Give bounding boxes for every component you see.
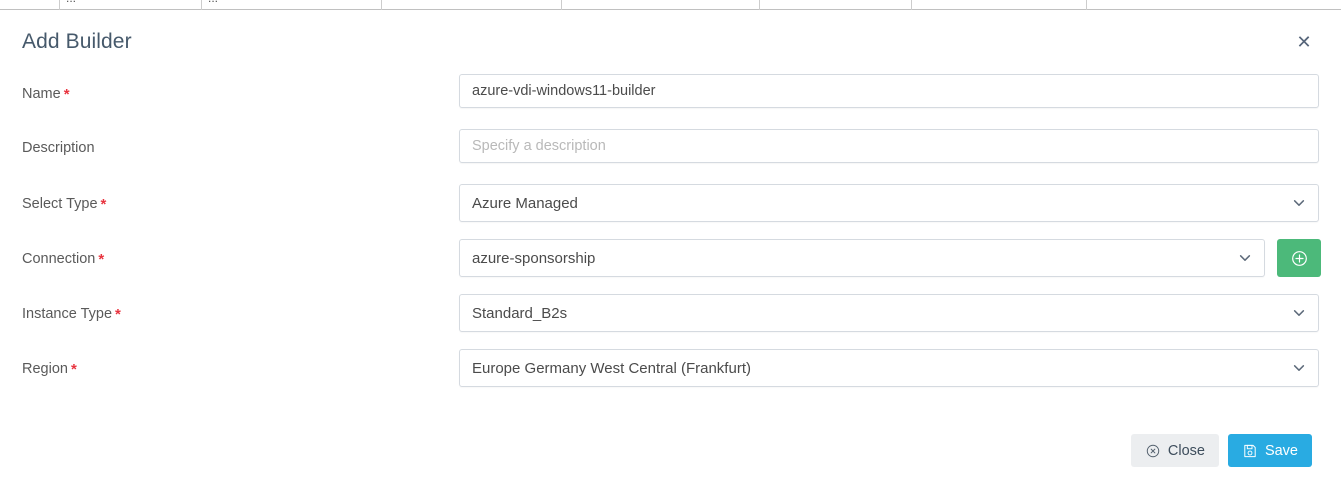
background-table-cell: ... <box>202 0 382 10</box>
description-input[interactable] <box>459 129 1319 163</box>
form-row-name: Name* <box>0 68 1341 123</box>
name-input[interactable] <box>459 74 1319 108</box>
save-button-label: Save <box>1264 442 1298 459</box>
control-connection: azure-sponsorship <box>459 239 1265 277</box>
label-instance-type: Instance Type* <box>22 305 121 323</box>
select-type-dropdown[interactable]: Azure Managed <box>459 184 1319 222</box>
control-region: Europe Germany West Central (Frankfurt) <box>459 349 1319 387</box>
required-marker: * <box>70 361 77 378</box>
close-button-label: Close <box>1167 442 1205 459</box>
label-name-text: Name <box>22 86 61 102</box>
circle-plus-icon <box>1290 249 1309 268</box>
label-instance-type-text: Instance Type <box>22 306 113 322</box>
background-table-row: ... ... <box>0 0 1341 10</box>
control-name <box>459 74 1319 108</box>
close-button[interactable]: Close <box>1130 434 1219 467</box>
label-region: Region* <box>22 360 77 378</box>
add-builder-dialog: Add Builder ✕ Name* Description Select T… <box>0 10 1341 501</box>
instance-type-dropdown[interactable]: Standard_B2s <box>459 294 1319 332</box>
form-row-description: Description <box>0 123 1341 178</box>
control-description <box>459 129 1319 163</box>
required-marker: * <box>63 86 70 103</box>
label-name: Name* <box>22 85 70 103</box>
control-select-type: Azure Managed <box>459 184 1319 222</box>
region-dropdown[interactable]: Europe Germany West Central (Frankfurt) <box>459 349 1319 387</box>
label-connection-text: Connection <box>22 251 96 267</box>
control-instance-type: Standard_B2s <box>459 294 1319 332</box>
form-row-connection: Connection* azure-sponsorship <box>0 233 1341 288</box>
connection-value: azure-sponsorship <box>472 249 596 267</box>
label-select-type-text: Select Type <box>22 196 98 212</box>
form-row-region: Region* Europe Germany West Central (Fra… <box>0 343 1341 398</box>
label-region-text: Region <box>22 361 68 377</box>
required-marker: * <box>115 306 121 323</box>
background-table-cell: ... <box>60 0 202 10</box>
background-table-cell <box>912 0 1087 10</box>
close-x-icon[interactable]: ✕ <box>1296 32 1312 52</box>
label-description-text: Description <box>22 140 95 156</box>
background-table-cell <box>562 0 760 10</box>
background-table-cell <box>0 0 60 10</box>
background-page-strip: ... ... <box>0 0 1341 10</box>
chevron-down-icon <box>1292 361 1306 375</box>
required-marker: * <box>98 251 105 268</box>
label-connection: Connection* <box>22 250 105 268</box>
add-connection-button[interactable] <box>1277 239 1321 277</box>
save-button[interactable]: Save <box>1227 434 1312 467</box>
label-select-type: Select Type* <box>22 195 107 213</box>
form-row-select-type: Select Type* Azure Managed <box>0 178 1341 233</box>
region-value: Europe Germany West Central (Frankfurt) <box>472 359 751 377</box>
background-table-cell <box>760 0 912 10</box>
connection-dropdown[interactable]: azure-sponsorship <box>459 239 1265 277</box>
required-marker: * <box>100 196 107 213</box>
dialog-header: Add Builder ✕ <box>0 10 1341 68</box>
background-table-cell <box>382 0 562 10</box>
select-type-value: Azure Managed <box>472 194 578 212</box>
floppy-disk-save-icon <box>1242 443 1258 459</box>
instance-type-value: Standard_B2s <box>472 304 568 322</box>
circle-x-icon <box>1145 443 1161 459</box>
builder-form: Name* Description Select Type* Azure Man… <box>0 68 1341 398</box>
chevron-down-icon <box>1238 251 1252 265</box>
chevron-down-icon <box>1292 196 1306 210</box>
form-row-instance-type: Instance Type* Standard_B2s <box>0 288 1341 343</box>
label-description: Description <box>22 140 95 156</box>
chevron-down-icon <box>1292 306 1306 320</box>
dialog-title: Add Builder <box>22 30 132 53</box>
modal-backdrop <box>0 0 1341 10</box>
dialog-footer: Close Save <box>0 434 1341 494</box>
